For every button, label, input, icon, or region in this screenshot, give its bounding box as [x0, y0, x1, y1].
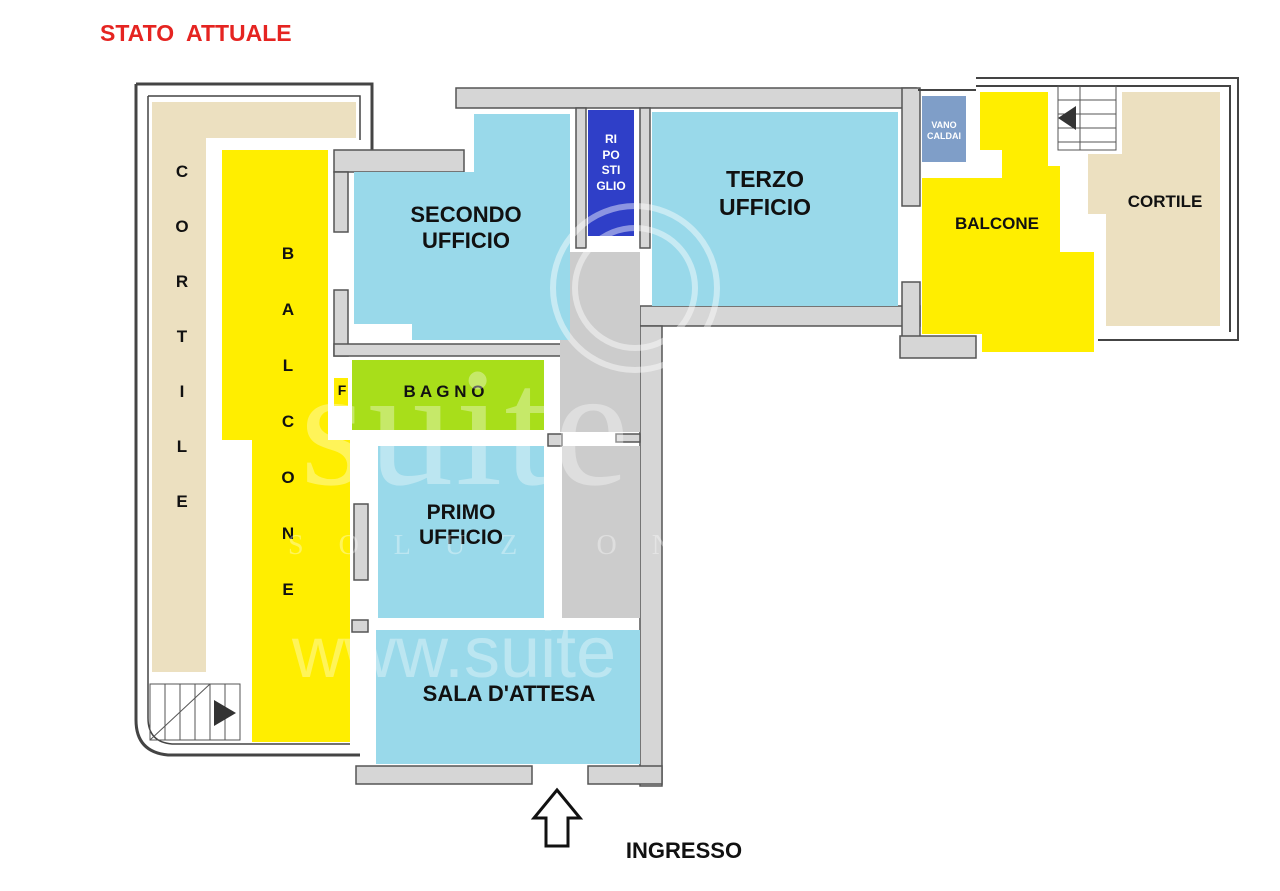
stair-left-arrow-icon [214, 700, 236, 726]
balcone-vertical-label: B A L C O N E [281, 244, 295, 599]
room-vano-caldaia [922, 96, 966, 162]
page-title: STATO ATTUALE [100, 20, 292, 46]
cortile-vertical-label: C O R T I L E [175, 162, 189, 511]
courtyard-right [1088, 92, 1220, 326]
room-f [334, 378, 348, 406]
stair-right-arrow-icon [1058, 106, 1076, 130]
balcony-right [922, 92, 1094, 352]
room-sala-attesa [376, 630, 640, 764]
balcony-left [222, 150, 350, 742]
label-sala-attesa: SALA D'ATTESA [422, 681, 596, 706]
label-vano-caldaia: VANO CALDAI [927, 120, 961, 141]
stair-right [1057, 85, 1117, 151]
watermark-logo [550, 203, 720, 373]
label-cortile-right: CORTILE [1127, 192, 1203, 211]
courtyard-left-strip [152, 138, 206, 672]
corridor-upper [560, 252, 640, 432]
label-secondo-ufficio: SECONDO UFFICIO [410, 202, 522, 254]
room-secondo-ufficio [354, 114, 570, 340]
label-terzo-ufficio: TERZO UFFICIO [719, 166, 811, 220]
label-f: F [337, 382, 347, 398]
label-balcone-right: BALCONE [954, 214, 1040, 233]
label-primo-ufficio: PRIMO UFFICIO [419, 501, 503, 550]
room-bagno [352, 360, 544, 430]
corridor-lower [562, 446, 640, 618]
courtyard-left [152, 102, 356, 138]
label-ripostiglio: RI PO STI GLIO [596, 132, 626, 193]
room-ripostiglio [588, 110, 634, 236]
entrance-label: INGRESSO [625, 838, 743, 863]
outer-walls [134, 82, 374, 757]
label-bagno: B A G N O [403, 382, 485, 401]
room-primo-ufficio [378, 446, 544, 618]
room-terzo-ufficio [652, 112, 898, 306]
arrow-up-icon [530, 787, 584, 848]
